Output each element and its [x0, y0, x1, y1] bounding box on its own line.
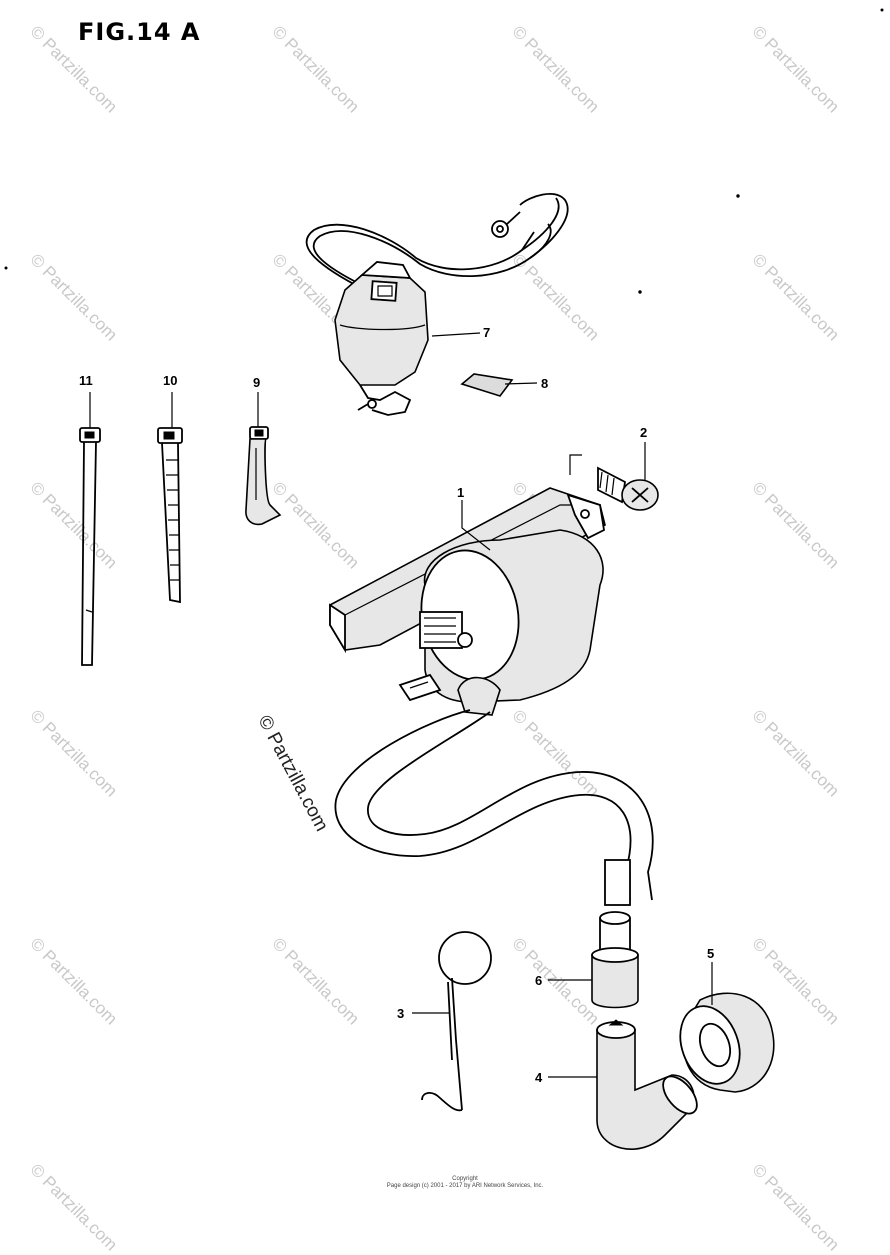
part-11-cable-tie: [79, 427, 101, 666]
part-8-label: [460, 373, 514, 397]
callout-5: 5: [707, 946, 715, 961]
callout-1: 1: [457, 485, 465, 500]
diagram-drawing: [4, 8, 884, 1150]
copyright-line-2: Page design (c) 2001 - 2017 by ARI Netwo…: [386, 1183, 544, 1189]
part-2-bolt: [569, 454, 659, 511]
callout-4: 4: [535, 1070, 543, 1085]
callout-10: 10: [163, 373, 178, 388]
part-6-adapter: [591, 911, 639, 1009]
part-1-ignition-coil: [329, 487, 606, 716]
part-3-wire-clip: [421, 931, 492, 1112]
ht-lead-wire: [334, 709, 654, 906]
part-5-boot: [679, 992, 775, 1093]
leader-1: [461, 500, 491, 551]
leader-lines: [89, 332, 713, 1078]
callout-8: 8: [541, 376, 549, 391]
part-9-clamp: [245, 426, 282, 526]
part-4-plug-cap: [596, 1019, 698, 1150]
parts-diagram: FIG.14 A © Partzilla.com © Partzilla.com…: [4, 8, 884, 1254]
leader-8: [504, 382, 538, 385]
callout-3: 3: [397, 1006, 405, 1021]
leader-7: [431, 332, 481, 337]
part-7-switch: [305, 193, 569, 416]
figure-title: FIG.14 A: [78, 18, 201, 46]
callout-9: 9: [253, 375, 261, 390]
scan-marks: [4, 8, 884, 294]
copyright-footer: Copyright Page design (c) 2001 - 2017 by…: [385, 1176, 545, 1190]
callout-6: 6: [535, 973, 543, 988]
callout-11: 11: [79, 373, 93, 388]
copyright-line-1: Copyright: [452, 1176, 478, 1182]
callout-7: 7: [483, 325, 491, 340]
callout-2: 2: [640, 425, 648, 440]
part-10-cable-tie: [157, 427, 183, 604]
